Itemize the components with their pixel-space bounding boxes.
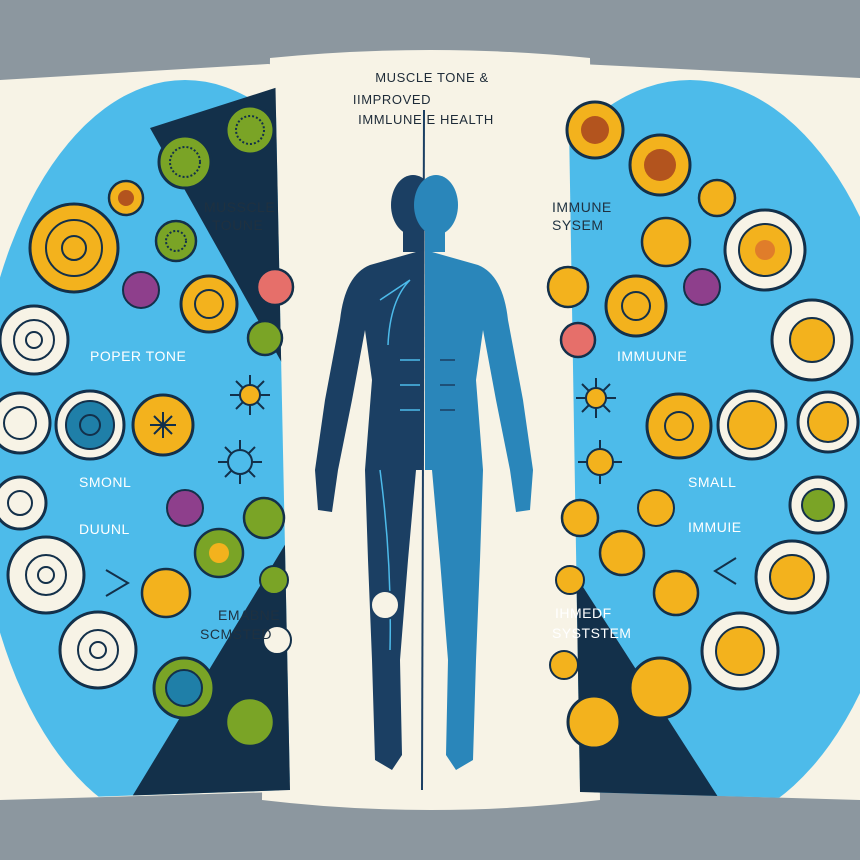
- cell-icon: [716, 389, 788, 461]
- virus-icon: [578, 440, 622, 484]
- cell-icon: [555, 565, 585, 595]
- cell-icon: [770, 298, 854, 382]
- cell-icon: [566, 694, 622, 750]
- cell-icon: [637, 489, 675, 527]
- cell-icon: [645, 392, 713, 460]
- body-right-half: [414, 175, 533, 770]
- label-duunl: DUUNL: [79, 521, 130, 537]
- right-cells: [546, 100, 860, 750]
- cell-icon: [0, 304, 70, 376]
- cell-icon: [255, 267, 295, 307]
- title-line-1: MUSCLE TONE &: [375, 70, 489, 85]
- cell-icon: [0, 475, 48, 531]
- left-labels: MUSSCLE TOUNE POPER TONE SMONL DUUNL EMA…: [79, 199, 280, 642]
- cell-icon: [700, 611, 780, 691]
- cell-icon: [224, 104, 276, 156]
- cell-icon: [122, 271, 160, 309]
- cell-icon: [723, 208, 807, 292]
- cell-icon: [683, 268, 721, 306]
- virus-icon: [576, 378, 616, 418]
- label-smonl: SMONL: [79, 474, 131, 490]
- cell-icon: [262, 625, 292, 655]
- cell-icon: [628, 656, 692, 720]
- arrow-chevron-icon: [105, 569, 130, 597]
- left-cells: [0, 104, 295, 748]
- label-immuune: IMMUUNE: [617, 348, 687, 364]
- cell-icon: [598, 529, 646, 577]
- label-immuie: IMMUIE: [688, 519, 742, 535]
- cell-icon: [152, 656, 216, 720]
- diagram-title: MUSCLE TONE & IIMPROVED IMMLUNE E HEALTH: [353, 70, 494, 127]
- cell-icon: [58, 610, 138, 690]
- cell-icon: [549, 650, 579, 680]
- label-mussle: MUSSCLE: [204, 199, 275, 215]
- cell-icon: [0, 391, 52, 455]
- cell-icon: [179, 274, 239, 334]
- label-scmsted: SCMSTED: [200, 626, 272, 642]
- cell-icon: [140, 567, 192, 619]
- label-poper-tone: POPER TONE: [90, 348, 186, 364]
- cell-icon: [546, 265, 590, 309]
- cell-icon: [224, 696, 276, 748]
- cell-icon: [54, 389, 126, 461]
- human-body-figure: [315, 175, 533, 770]
- cell-icon: [154, 219, 198, 263]
- cell-icon: [28, 202, 120, 294]
- cell-icon: [166, 489, 204, 527]
- cell-icon: [246, 319, 284, 357]
- label-systsem: SYSTSTEM: [552, 625, 631, 641]
- cell-icon: [788, 475, 848, 535]
- cell-icon: [259, 565, 289, 595]
- cell-icon: [796, 390, 860, 454]
- label-ihmedf: IHMEDF: [555, 605, 612, 621]
- cell-icon: [242, 496, 286, 540]
- cell-icon: [193, 527, 245, 579]
- cell-icon: [107, 179, 145, 217]
- label-toune: TOUNE: [212, 217, 263, 233]
- label-sysem: SYSEM: [552, 217, 604, 233]
- title-line-3: IMMLUNE E HEALTH: [358, 112, 494, 127]
- right-labels: IMMUNE SYSEM IMMUUNE SMALL IMMUIE IHMEDF…: [552, 199, 742, 641]
- title-line-2: IIMPROVED: [353, 92, 431, 107]
- cell-icon: [640, 216, 692, 268]
- cell-icon: [559, 321, 597, 359]
- cell-icon: [628, 133, 692, 197]
- arrow-chevron-icon: [713, 557, 737, 585]
- cell-icon: [157, 134, 213, 190]
- virus-icon: [230, 375, 270, 415]
- cell-icon: [131, 393, 195, 457]
- cell-icon: [560, 498, 600, 538]
- cell-icon: [565, 100, 625, 160]
- cell-icon: [697, 178, 737, 218]
- cell-icon: [6, 535, 86, 615]
- cell-icon: [652, 569, 700, 617]
- label-immune: IMMUNE: [552, 199, 612, 215]
- cell-icon: [754, 539, 830, 615]
- label-enabne: EMABNE: [218, 607, 280, 623]
- virus-icon: [218, 440, 262, 484]
- label-small: SMALL: [688, 474, 736, 490]
- cell-icon: [604, 274, 668, 338]
